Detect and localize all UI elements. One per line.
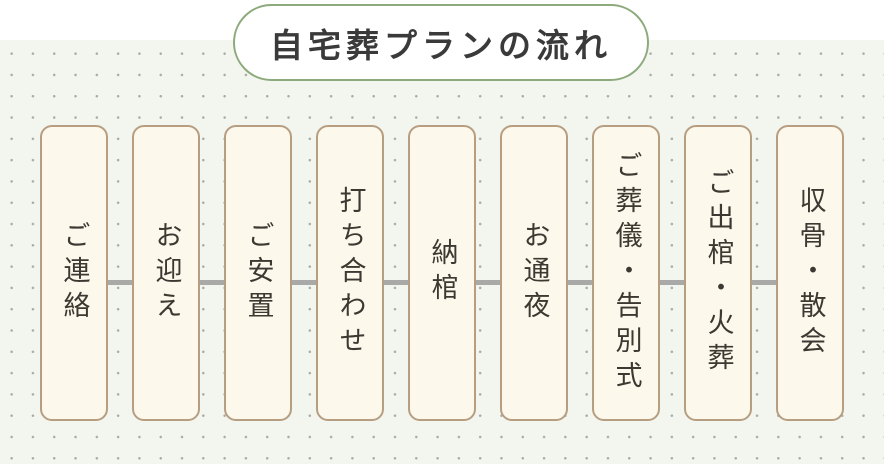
step-label: ご出棺・火葬 [702,168,734,378]
steps-row: ご連絡 お迎え ご安置 打ち合わせ 納棺 お通夜 ご葬儀・告別式 ご出棺・火葬 … [40,125,844,421]
step-card-contact: ご連絡 [40,125,108,421]
step-label: ご葬儀・告別式 [610,150,642,396]
step-label: 収骨・散会 [794,185,826,361]
flow-title: 自宅葬プランの流れ [270,25,612,65]
step-label: 打ち合わせ [334,185,366,361]
step-label: ご安置 [242,220,274,326]
step-label: お迎え [150,220,182,326]
step-label: ご連絡 [58,220,90,326]
step-card-meeting: 打ち合わせ [316,125,384,421]
flow-title-pill: 自宅葬プランの流れ [233,4,649,81]
step-card-casketing: 納棺 [408,125,476,421]
step-card-wake: お通夜 [500,125,568,421]
step-card-funeral-farewell: ご葬儀・告別式 [592,125,660,421]
step-card-bone-collection-dismissal: 収骨・散会 [776,125,844,421]
step-label: 納棺 [426,238,458,308]
step-card-pickup: お迎え [132,125,200,421]
step-label: お通夜 [518,220,550,326]
step-card-repose: ご安置 [224,125,292,421]
step-card-departure-cremation: ご出棺・火葬 [684,125,752,421]
